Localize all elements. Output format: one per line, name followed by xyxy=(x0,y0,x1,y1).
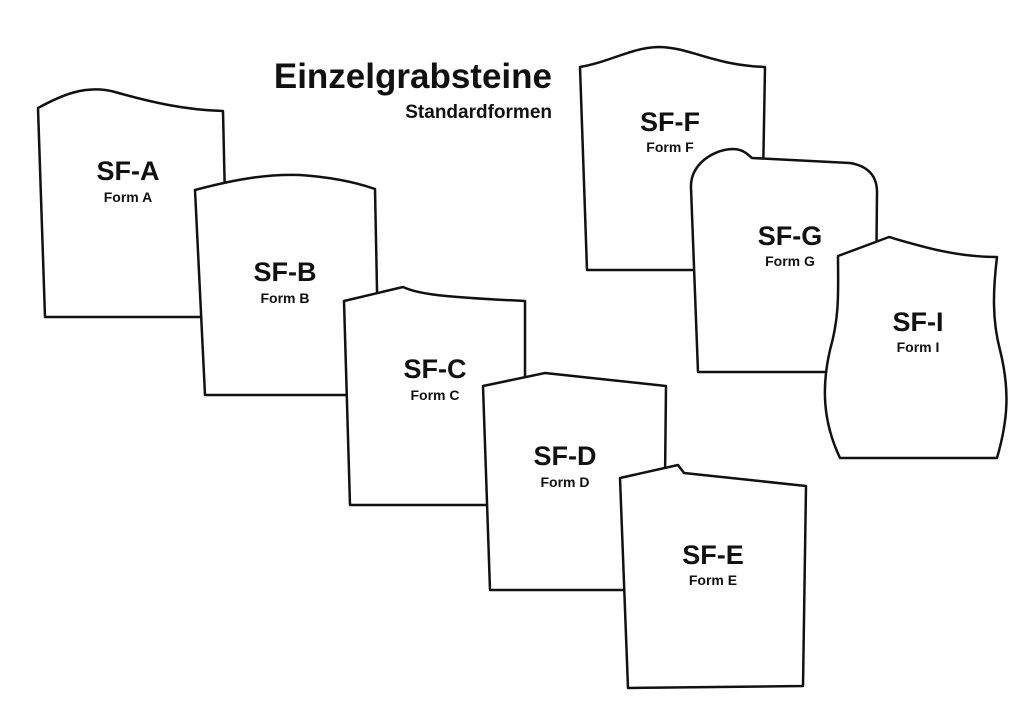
form-b: SF-B Form B xyxy=(193,173,380,397)
form-c-code: SF-C xyxy=(404,354,467,384)
form-d-name: Form D xyxy=(541,474,590,490)
page-title: Einzelgrabsteine xyxy=(274,57,552,96)
form-f-name: Form F xyxy=(646,139,694,155)
form-a-name: Form A xyxy=(104,189,152,205)
form-e-name: Form E xyxy=(689,572,737,588)
form-i: SF-I Form I xyxy=(823,235,1008,460)
form-g-name: Form G xyxy=(765,253,815,269)
form-e-code: SF-E xyxy=(682,540,744,570)
page-subtitle: Standardformen xyxy=(405,102,552,123)
form-d-code: SF-D xyxy=(534,441,597,471)
form-c-name: Form C xyxy=(411,387,460,403)
form-g: SF-G Form G xyxy=(689,147,879,374)
form-g-code: SF-G xyxy=(758,221,823,251)
form-i-outline xyxy=(823,235,1008,460)
form-f-code: SF-F xyxy=(640,107,700,137)
form-e-outline xyxy=(618,463,808,690)
form-a: SF-A Form A xyxy=(36,88,228,319)
form-a-outline xyxy=(36,88,228,319)
form-e: SF-E Form E xyxy=(618,463,808,690)
form-d: SF-D Form D xyxy=(481,371,668,592)
form-i-code: SF-I xyxy=(893,307,944,337)
form-b-name: Form B xyxy=(261,290,310,306)
form-b-code: SF-B xyxy=(254,257,317,287)
form-c: SF-C Form C xyxy=(342,285,528,507)
form-g-outline xyxy=(689,147,879,374)
form-b-outline xyxy=(193,173,380,397)
form-i-name: Form I xyxy=(897,339,940,355)
form-a-code: SF-A xyxy=(97,156,160,186)
